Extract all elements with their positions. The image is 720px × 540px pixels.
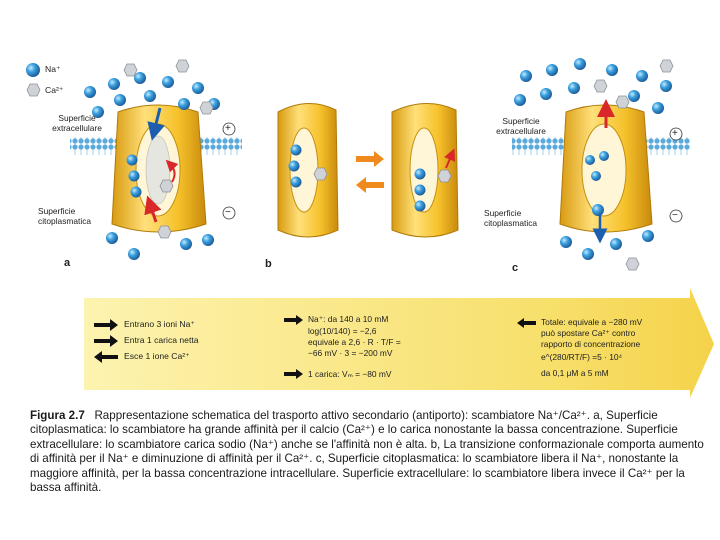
- panel-c-minus: −: [672, 210, 678, 221]
- panel-a-plus: +: [225, 123, 231, 134]
- summary-arrow-band: [84, 288, 714, 398]
- panel-c-plus: +: [672, 128, 678, 139]
- panel-b-letter: b: [265, 258, 272, 270]
- panel-b: [277, 102, 459, 238]
- summary-right-line-3: rapporto di concentrazione: [541, 339, 641, 349]
- summary-right-line-2: può spostare Ca²⁺ contro: [541, 328, 636, 338]
- figure-caption-text: Rappresentazione schematica del trasport…: [30, 409, 704, 495]
- summary-middle-line-3: equivale a 2,6 · R · T/F =: [308, 337, 401, 347]
- arrow-ca-in-a: [144, 195, 162, 223]
- ions-c: [514, 58, 674, 271]
- summary-row-na-in: Entrano 3 ioni Na⁺: [124, 319, 195, 329]
- minus-sign-c: [669, 209, 683, 223]
- arrow-transition-forward: [356, 151, 384, 167]
- legend-ca-label: Ca²⁺: [45, 85, 64, 95]
- summary-arrows: [94, 315, 536, 379]
- summary-right-line-4: e^(280/RT/F) =5 · 10⁴: [541, 352, 623, 362]
- plus-sign-c: [669, 127, 683, 141]
- panel-c: [512, 58, 690, 271]
- panel-c-bottom-label: Superficie citoplasmatica: [484, 208, 538, 228]
- panel-a-minus: −: [225, 207, 231, 218]
- panel-c-letter: c: [512, 262, 519, 274]
- minus-sign-a: [222, 206, 236, 220]
- figure-caption-label: Figura 2.7: [30, 409, 85, 422]
- legend-calcium-ion: [26, 83, 41, 97]
- arrow-ca-turn-a: [165, 159, 179, 183]
- panel-a-letter: a: [64, 257, 71, 269]
- plus-sign-a: [222, 122, 236, 136]
- summary-row-net-charge: Entra 1 carica netta: [124, 335, 199, 345]
- summary-row-ca-out: Esce 1 ione Ca²⁺: [124, 351, 190, 361]
- summary-middle-line-4: −66 mV · 3 = −200 mV: [308, 348, 393, 358]
- panel-a-bottom-label: Superficie citoplasmatica: [38, 206, 92, 226]
- summary-middle-line-1: Na⁺: da 140 a 10 mM: [308, 314, 389, 324]
- arrow-na-in-a: [147, 107, 165, 141]
- summary-right-line-5: da 0,1 μM a 5 mM: [541, 368, 609, 378]
- legend: [26, 63, 41, 97]
- legend-na-label: Na⁺: [45, 64, 61, 74]
- panel-c-top-label: Superficie extracellulare: [496, 116, 546, 136]
- arrow-ca-up-b: [444, 148, 456, 169]
- ions-a: [84, 59, 220, 260]
- summary-middle-line-2: log(10/140) = −2,6: [308, 326, 377, 336]
- legend-sodium-ion: [26, 63, 40, 77]
- summary-middle-line-5: 1 carica: Vₘ = −80 mV: [308, 369, 392, 379]
- panel-a-top-label: Superficie extracellulare: [52, 113, 102, 133]
- panel-a: [26, 59, 242, 260]
- figure-caption: Figura 2.7 Rappresentazione schematica d…: [30, 409, 713, 495]
- arrow-transition-back: [356, 177, 384, 193]
- summary-right-line-1: Totale: equivale a −280 mV: [541, 317, 643, 327]
